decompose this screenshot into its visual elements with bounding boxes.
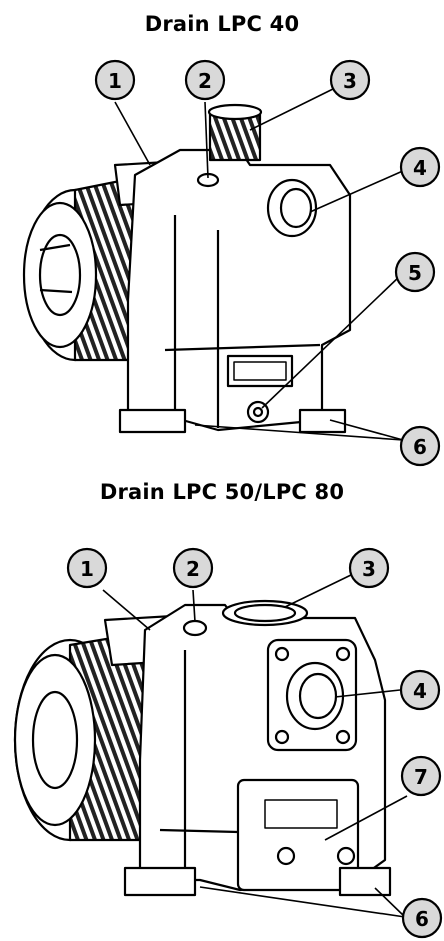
svg-text:5: 5 (408, 261, 422, 285)
svg-text:2: 2 (186, 557, 200, 581)
svg-text:2: 2 (198, 69, 212, 93)
callout-5-lpc40: 5 (394, 251, 436, 293)
svg-text:6: 6 (415, 907, 429, 931)
svg-text:3: 3 (343, 69, 357, 93)
foot-left-lpc50-80 (123, 866, 197, 897)
motor-lpc40 (22, 178, 147, 362)
svg-text:3: 3 (362, 557, 376, 581)
pump-lpc50-80-drawing (13, 599, 392, 897)
pump-lpc40-drawing (22, 103, 352, 434)
svg-text:4: 4 (413, 679, 427, 703)
callout-1-lpc50-80: 1 (66, 547, 108, 589)
callout-4-lpc50-80: 4 (399, 669, 441, 711)
figure-title-lpc50-80: Drain LPC 50/LPC 80 (99, 480, 345, 504)
callout-6-lpc50-80: 6 (401, 897, 443, 939)
motor-lpc50-80 (13, 633, 157, 842)
callout-4-lpc40: 4 (399, 146, 441, 188)
leader-lines-lpc40 (114, 87, 406, 441)
callout-2-lpc50-80: 2 (172, 547, 214, 589)
figure-title-lpc40: Drain LPC 40 (144, 12, 300, 36)
svg-text:7: 7 (414, 765, 428, 789)
leader-lines-lpc50-80 (102, 573, 408, 918)
svg-text:4: 4 (413, 156, 427, 180)
svg-text:1: 1 (80, 557, 94, 581)
foot-left-lpc40 (118, 408, 187, 434)
callout-3-lpc50-80: 3 (348, 547, 390, 589)
foot-right-lpc40 (298, 408, 347, 434)
svg-text:6: 6 (413, 435, 427, 459)
fill-plug-lpc50-80 (182, 619, 208, 637)
callout-3-lpc40: 3 (329, 59, 371, 101)
foot-right-lpc50-80 (338, 866, 392, 897)
svg-text:1: 1 (108, 69, 122, 93)
callout-7-lpc50-80: 7 (400, 755, 442, 797)
pump-housing-lpc40 (126, 148, 352, 432)
callout-1-lpc40: 1 (94, 59, 136, 101)
callout-6-lpc40: 6 (399, 425, 441, 467)
callout-2-lpc40: 2 (184, 59, 226, 101)
